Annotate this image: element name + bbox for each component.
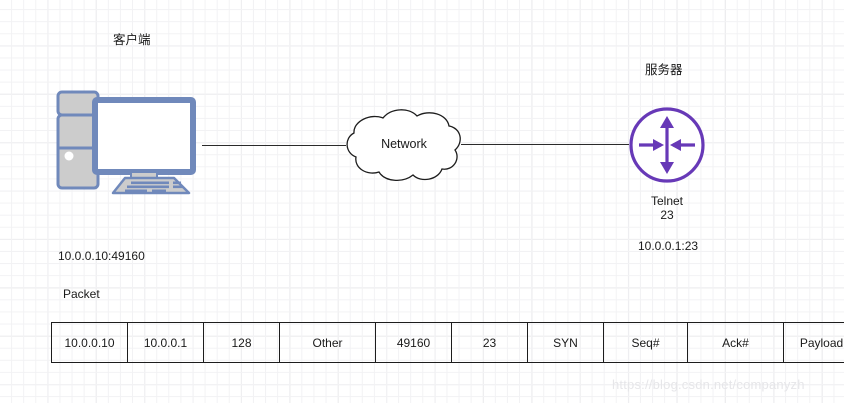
- desktop-computer-icon: [55, 90, 205, 195]
- packet-cell-flags: SYN: [527, 322, 604, 363]
- network-label: Network: [381, 137, 427, 151]
- packet-cell-payload: Payload: [783, 322, 844, 363]
- link-client-to-network: [202, 145, 346, 146]
- table-row: 10.0.0.10 10.0.0.1 128 Other 49160 23 SY…: [51, 322, 844, 363]
- server-service-label: Telnet: [650, 194, 684, 208]
- packet-cell-ack: Ack#: [687, 322, 784, 363]
- server-title-label: 服务器: [645, 63, 683, 77]
- packet-cell-ttl: 128: [203, 322, 280, 363]
- packet-cell-src-port: 49160: [375, 322, 452, 363]
- packet-cell-src-ip: 10.0.0.10: [51, 322, 128, 363]
- packet-cell-seq: Seq#: [603, 322, 688, 363]
- client-title-label: 客户端: [113, 33, 151, 47]
- packet-cell-dst-port: 23: [451, 322, 528, 363]
- packet-cell-dst-ip: 10.0.0.1: [127, 322, 204, 363]
- server-address-label: 10.0.0.1:23: [638, 239, 699, 253]
- router-icon: [628, 106, 706, 184]
- link-network-to-server: [461, 144, 629, 145]
- watermark-text: https://blog.csdn.net/companyzh: [612, 377, 805, 392]
- server-port-label: 23: [660, 208, 674, 222]
- packet-cell-protocol: Other: [279, 322, 376, 363]
- cloud-icon: [343, 106, 465, 184]
- packet-table: 10.0.0.10 10.0.0.1 128 Other 49160 23 SY…: [51, 322, 844, 363]
- packet-caption-label: Packet: [63, 287, 100, 301]
- client-address-label: 10.0.0.10:49160: [58, 249, 145, 263]
